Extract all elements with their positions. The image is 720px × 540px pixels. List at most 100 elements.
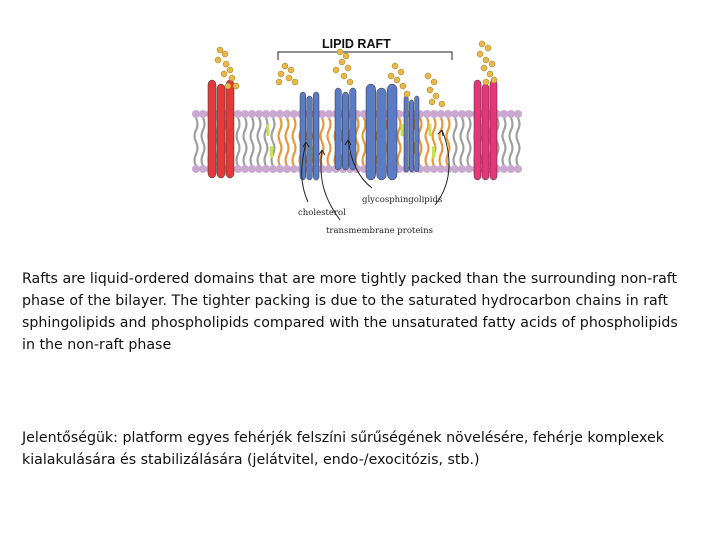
glycan-chain [285,74,293,82]
glycan-chains [214,40,498,108]
lipid-bilayer [192,110,522,173]
lipid-tail-upper [319,117,325,143]
description-english: Rafts are liquid-ordered domains that ar… [22,271,678,353]
lipid-head [465,165,473,173]
cholesterol-molecule [270,146,273,158]
glycan-chain [291,78,299,86]
lipid-head [255,110,263,118]
lipid-tail-upper [242,117,248,143]
lipid-head [437,165,445,173]
lipid-tail-lower [396,141,402,167]
lipid-tail-upper [200,117,206,143]
pink-transmembrane-protein [489,79,498,181]
lipid-head [514,165,522,173]
glycan-chain [281,62,289,70]
lipid-tail-lower [249,141,255,167]
glycan-chain [399,82,407,90]
glycan-chain [486,70,494,78]
red-transmembrane-protein [216,83,226,179]
lipid-tail-upper [424,117,430,143]
glycan-chain [438,100,446,108]
lipid-tail-upper [249,117,255,143]
lipid-tail-upper [501,117,507,143]
lipid-head [451,165,459,173]
lipid-tail-upper [431,117,437,143]
lipid-tail-upper [284,117,290,143]
lipid-head [234,110,242,118]
label-glycosphingolipids: glycosphingolipids [362,195,442,205]
cholesterol-molecule [266,124,270,136]
label-transmembrane-proteins: transmembrane proteins [326,226,433,236]
lipid-head [276,110,284,118]
glycan-chain [338,58,346,66]
glycan-chain [393,76,401,84]
lipid-head [444,110,452,118]
lipid-head [283,110,291,118]
lipid-tail-lower [508,141,514,167]
lipid-raft-diagram: LIPID RAFT cholesterol glycosphingolipid… [192,37,522,236]
transmembrane-proteins [207,79,498,181]
glycan-chain [277,70,285,78]
blue-transmembrane-protein [414,95,420,173]
lipid-tail-lower [459,141,465,167]
label-arrows [301,129,450,221]
lipid-head [500,110,508,118]
lipid-head [514,110,522,118]
lipid-head [458,110,466,118]
lipid-head [192,165,200,173]
lipid-tail-lower [361,141,367,167]
lipid-head [283,165,291,173]
glycan-chain [432,92,440,100]
red-transmembrane-protein [225,79,235,179]
lipid-head [430,165,438,173]
lipid-tail-lower [263,141,269,167]
glycan-chain [424,72,432,80]
glycan-chain [340,72,348,80]
lipid-tail-upper [326,117,332,143]
lipid-head [290,110,298,118]
lipid-head [430,110,438,118]
glycan-chain [222,60,230,68]
glycan-chain [478,40,486,48]
lipid-tail-lower [515,141,521,167]
glycan-chain [403,90,411,98]
glycan-chain [216,46,224,54]
blue-transmembrane-protein [365,83,376,181]
lipid-tail-lower [326,141,332,167]
pink-transmembrane-protein [481,83,490,181]
lipid-tail-lower [277,141,283,167]
glycan-chain [220,70,228,78]
label-cholesterol: cholesterol [298,208,346,218]
lipid-head [248,110,256,118]
lipid-head [318,165,326,173]
lipid-tail-lower [193,141,199,167]
glycan-chain [428,98,436,106]
lipid-tail-lower [424,141,430,167]
lipid-tail-upper [263,117,269,143]
glycan-chain [426,86,434,94]
blue-transmembrane-protein [387,83,398,181]
lipid-head [255,165,263,173]
lipid-tail-upper [515,117,521,143]
blue-transmembrane-protein [376,87,387,181]
lipid-tail-upper [452,117,458,143]
glycan-chain [488,60,496,68]
lipid-head [465,110,473,118]
lipid-head [451,110,459,118]
glycan-chain [482,78,490,86]
lipid-tail-upper [291,117,297,143]
lipid-tail-upper [361,117,367,143]
glycan-chain [332,66,340,74]
lipid-head [458,165,466,173]
lipid-head [325,165,333,173]
blue-transmembrane-protein [342,91,349,171]
lipid-tail-upper [508,117,514,143]
lipid-head [437,110,445,118]
pink-transmembrane-protein [473,79,482,181]
glycan-chain [226,66,234,74]
lipid-tail-upper [270,117,276,143]
lipid-head [507,165,515,173]
glycan-chain [391,62,399,70]
glycan-chain [232,82,240,90]
lipid-head [290,165,298,173]
